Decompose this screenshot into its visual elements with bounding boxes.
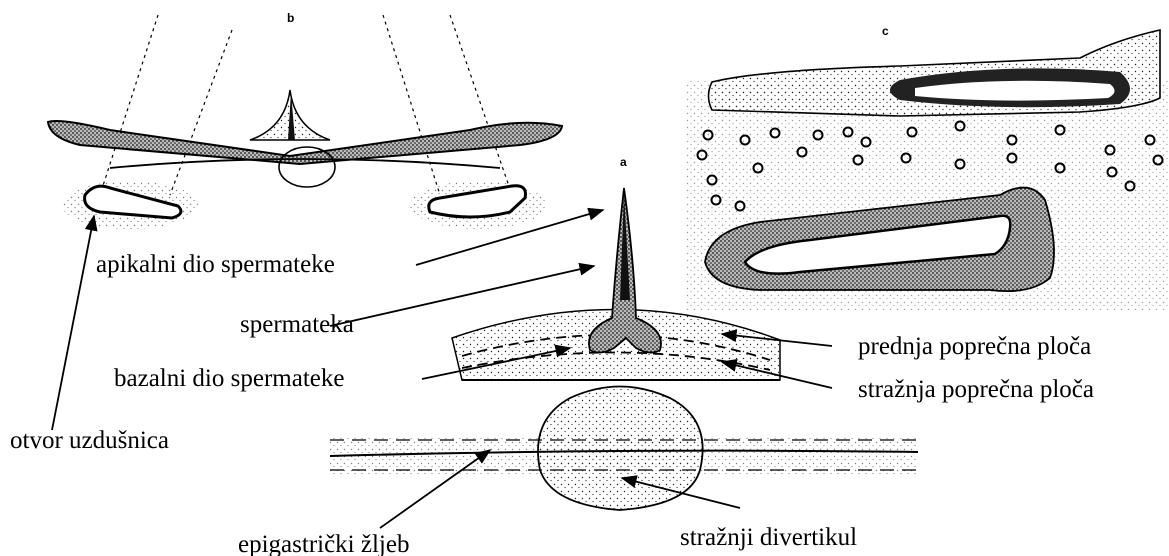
projection-line: [383, 15, 440, 195]
projection-line: [170, 30, 232, 195]
label-posterior-plate: stražnja poprečna ploča: [858, 376, 1094, 403]
label-basal-part: bazalni dio spermateke: [114, 365, 344, 392]
projection-line: [100, 15, 158, 195]
label-apical-part: apikalni dio spermateke: [96, 251, 335, 278]
panel-label-a: a: [620, 155, 627, 169]
projection-line: [450, 15, 512, 195]
label-epigastric-groove: epigastrički žljeb: [238, 531, 409, 556]
label-spiracle-opening: otvor uzdušnica: [10, 427, 169, 454]
label-anterior-plate: prednja poprečna ploča: [858, 333, 1091, 360]
panel-label-b: b: [287, 11, 294, 25]
panel-b-drawing: b: [48, 11, 562, 229]
label-posterior-diverticulum: stražnji divertikul: [680, 524, 857, 551]
label-spermatheca: spermateka: [240, 311, 354, 338]
arrow-spiracle: [52, 216, 94, 430]
panel-label-c: c: [882, 24, 889, 38]
panel-c-drawing: c: [686, 24, 1169, 310]
epigastric-region: [330, 387, 918, 511]
